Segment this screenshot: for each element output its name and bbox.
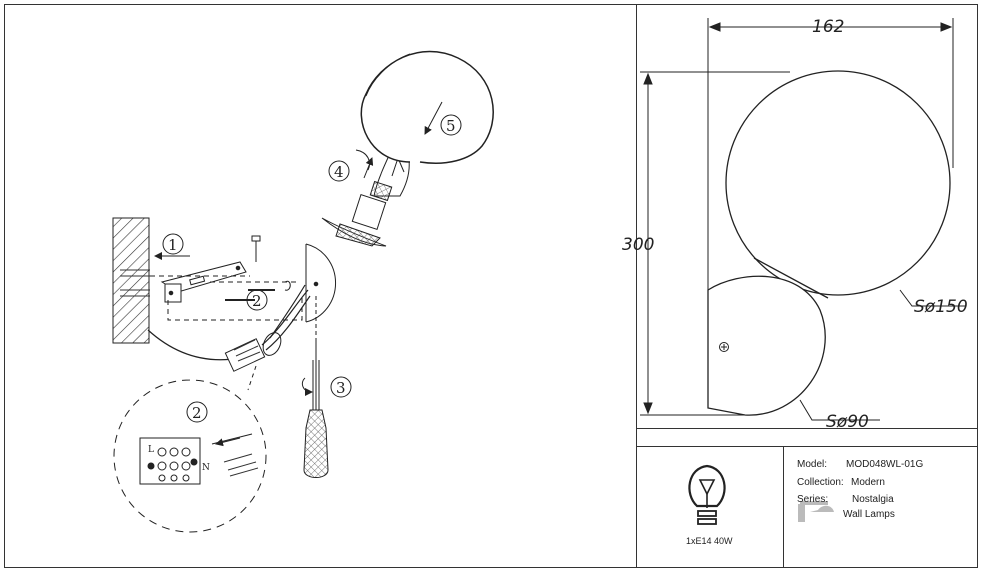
small-sphere-outline bbox=[707, 275, 826, 416]
wall-lamp-icon bbox=[798, 501, 834, 522]
height-dimension-label: 300 bbox=[622, 235, 654, 255]
step-3-label: 3 bbox=[336, 379, 346, 397]
screw-icon bbox=[251, 235, 261, 262]
small-sphere-diameter-label: Sø90 bbox=[826, 412, 869, 432]
detail-circle bbox=[113, 379, 267, 533]
series-label: Series: bbox=[797, 494, 829, 505]
large-sphere-diameter-label: Sø150 bbox=[914, 297, 968, 317]
bulb-spec: 1xE14 40W bbox=[686, 536, 733, 546]
assembly-drawing bbox=[112, 50, 494, 533]
collection-value: Modern bbox=[851, 477, 885, 488]
lightbulb-icon bbox=[688, 464, 726, 525]
small-diameter-leader bbox=[799, 399, 880, 421]
small-sphere-shade bbox=[305, 243, 336, 323]
large-globe-shade bbox=[360, 50, 494, 164]
large-diameter-leader bbox=[899, 289, 966, 307]
wall-hatch bbox=[112, 217, 150, 344]
terminal-block bbox=[224, 338, 266, 372]
step-5-label: 5 bbox=[446, 117, 456, 135]
terminal-block-detail bbox=[139, 437, 201, 485]
collection-label: Collection: bbox=[797, 477, 844, 488]
step-labels: 1 2 3 4 5 2 L N bbox=[148, 114, 462, 473]
terminal-label-n: N bbox=[202, 463, 210, 473]
model-value: MOD048WL-01G bbox=[846, 459, 924, 470]
width-dimension-label: 162 bbox=[812, 17, 844, 37]
screwdriver-icon bbox=[303, 296, 329, 478]
step-1-label: 1 bbox=[168, 236, 178, 254]
step-4-label: 4 bbox=[334, 163, 344, 181]
sheet-border bbox=[4, 4, 978, 568]
detail-step-label: 2 bbox=[192, 404, 202, 422]
terminal-label-l: L bbox=[148, 445, 154, 455]
dimension-drawing bbox=[640, 18, 966, 421]
wall-anchors bbox=[120, 269, 150, 297]
model-label: Model: bbox=[797, 459, 828, 470]
step-2-label: 2 bbox=[252, 292, 262, 310]
series-value: Nostalgia bbox=[852, 494, 894, 505]
large-sphere-outline bbox=[725, 70, 951, 296]
mounting-screw bbox=[719, 342, 729, 352]
category-value: Wall Lamps bbox=[843, 509, 895, 520]
